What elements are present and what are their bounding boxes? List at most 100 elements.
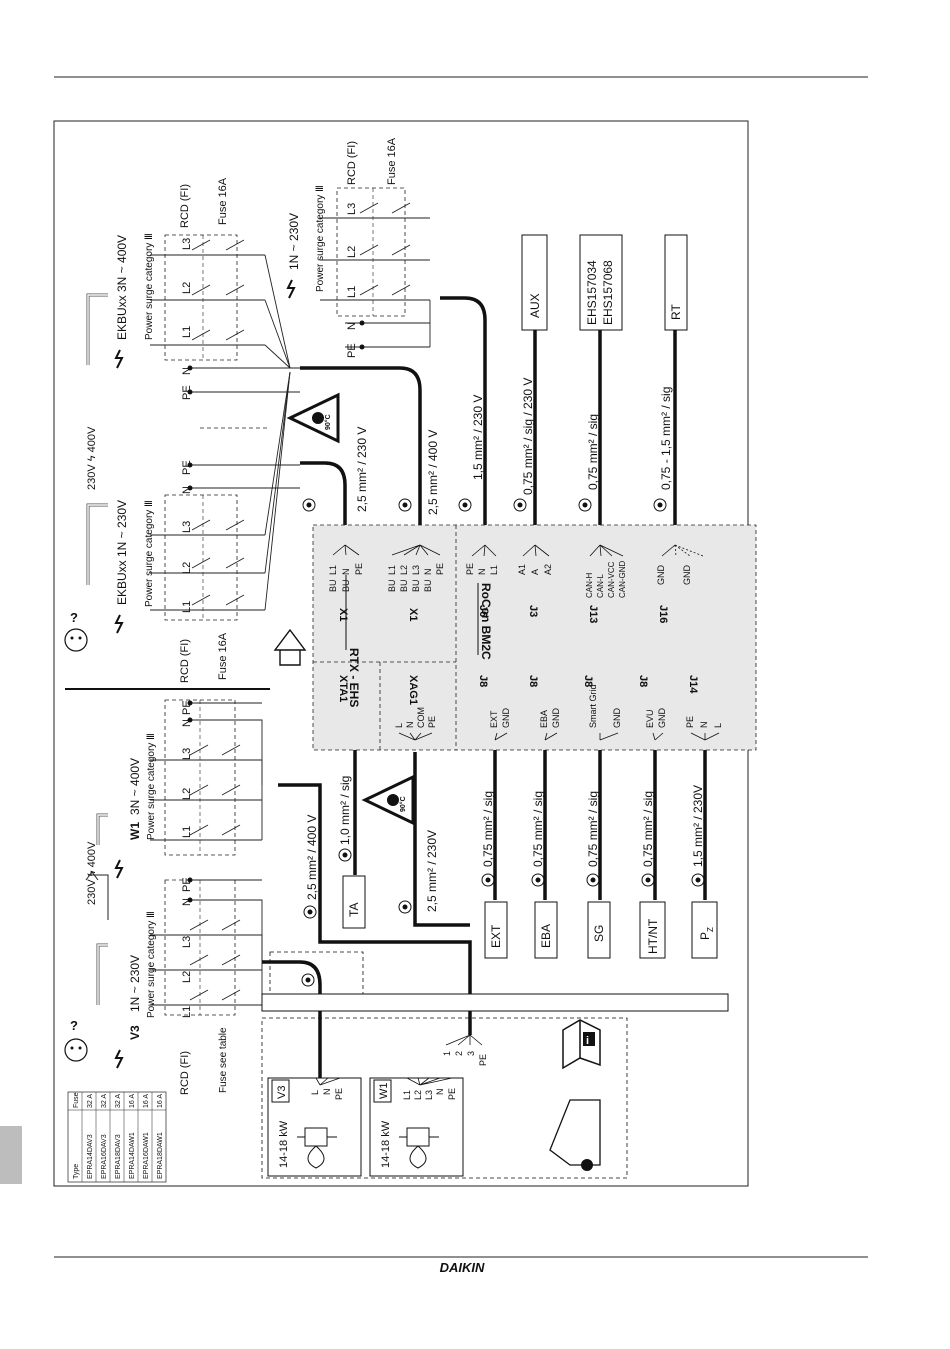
svg-text:90°C: 90°C <box>324 414 332 430</box>
v3-term: N <box>322 1089 332 1096</box>
rtx-ehs-block: RTX - EHS XTA1 XAG1 X1 X1 L1 N PE BU BU … <box>328 544 445 741</box>
right-n: N <box>346 322 358 330</box>
x1b-term: L1 <box>387 565 397 575</box>
lightning-icon <box>114 1049 124 1069</box>
rt-label: RT <box>669 304 683 320</box>
w1-term: N <box>435 1089 445 1096</box>
cable-x1a-label: 2,5 mm² / 230 V <box>355 427 369 512</box>
v3-spec: 1N ~ 230V <box>128 955 142 1012</box>
svg-text:i: i <box>586 1035 589 1047</box>
control-area <box>312 524 757 751</box>
v3-l3: L3 <box>181 936 193 948</box>
eba-label: EBA <box>539 924 553 948</box>
core-markers <box>301 498 705 987</box>
sensor-terminals: 1 2 3 PE <box>442 1034 488 1066</box>
j13-label: J13 <box>587 605 599 623</box>
right-supply-group: 1N ~ 230V Power surge category Ⅲ L1 L2 L… <box>286 137 431 358</box>
ta-box <box>342 875 366 929</box>
ekbu1-pe: PE <box>181 460 193 475</box>
x1b-sub: BU <box>387 579 397 592</box>
j14-term: PE <box>685 716 695 728</box>
table-cell: EPRA18DAW1 <box>157 1132 164 1179</box>
svg-text:?: ? <box>70 1018 78 1033</box>
w1-term: L3 <box>424 1090 434 1100</box>
ehs-label-2: EHS157068 <box>601 260 615 325</box>
eba-term: EBA <box>539 710 549 728</box>
j3-label: J3 <box>527 605 539 617</box>
pz-sub: Z <box>706 927 715 932</box>
j14-term: N <box>699 722 709 729</box>
eba-box <box>534 901 558 959</box>
j8-ext: J8 <box>477 675 489 687</box>
w1-unit: 14-18 kW W1 L1 L2 L3 N PE <box>369 1077 464 1177</box>
ekbu3-l2: L2 <box>181 282 193 294</box>
x1a-term: N <box>341 569 351 576</box>
lightning-icon <box>114 859 124 879</box>
j3-term: A2 <box>543 564 553 575</box>
xag-term: COM <box>416 707 426 728</box>
v3-term: PE <box>334 1088 344 1100</box>
j6-label: J6 <box>477 605 489 617</box>
x1-label-a: X1 <box>337 608 349 621</box>
w1-l3: L3 <box>181 748 193 760</box>
v3-unit-power: 14-18 kW <box>278 1120 290 1168</box>
sg-term: GND <box>612 708 622 729</box>
w1-l1: L1 <box>181 826 193 838</box>
sg-term: Smart Grid <box>588 684 598 728</box>
j3-term: A1 <box>517 564 527 575</box>
left-supply-group: 230V ϟ 400V V3 1N ~ 230V Power surge cat… <box>64 610 263 1095</box>
right-rcd: RCD (FI) <box>346 141 358 185</box>
x1b-sub: BU <box>399 579 409 592</box>
j3-term: A <box>530 569 540 575</box>
j13-term: CAN-L <box>596 573 605 598</box>
ta-label: TA <box>347 903 361 917</box>
x1b-sub: BU <box>411 579 421 592</box>
right-surge: Power surge category Ⅲ <box>315 185 326 292</box>
rtx-title: RTX - EHS <box>347 648 361 707</box>
evu-term: GND <box>657 708 667 729</box>
table-cell: EPRA16DAW1 <box>143 1132 150 1179</box>
table-cell: 16 A <box>143 1094 150 1108</box>
sg-box <box>587 901 611 959</box>
devices: TA EXT EBA SG HT/NT P Z AUX EHS157034 EH… <box>342 234 718 959</box>
mid-voltage-label: 230V ϟ 400V <box>86 426 98 490</box>
right-l2: L2 <box>346 246 358 258</box>
ekbu-3n-surge: Power surge category Ⅲ <box>144 233 155 340</box>
x1b-term: L3 <box>411 565 421 575</box>
v3-l1: L1 <box>181 1006 193 1018</box>
rocon-bm2c-block: RoCon BM2C J8 J8 J8 J8 J14 J6 J3 J13 J16… <box>465 544 723 741</box>
j13-term: CAN-VCC <box>607 561 616 598</box>
v3-unit-label: V3 <box>276 1086 288 1099</box>
j8-eba: J8 <box>527 675 539 687</box>
temp-90c-icon: 90°C <box>361 774 415 826</box>
ekbu3-l1: L1 <box>181 326 193 338</box>
xta1-label: XTA1 <box>337 675 349 702</box>
j14-term: L <box>713 723 723 728</box>
htnt-label: HT/NT <box>646 918 660 954</box>
ekbu3-pe: PE <box>181 385 193 400</box>
ekbu1-rcd: RCD (FI) <box>179 639 191 683</box>
j16-label: J16 <box>657 605 669 623</box>
cable-xag-label: 2,5 mm² / 230V <box>425 830 439 912</box>
cable-v3-label: 2,5 mm² / 400 V <box>305 815 319 900</box>
v3-n: N <box>181 898 193 906</box>
side-tab <box>0 1126 22 1184</box>
v3-surge: Power surge category Ⅲ <box>146 911 157 1018</box>
sg-label: SG <box>592 925 606 942</box>
right-fuse: Fuse 16A <box>386 137 398 185</box>
j6-term: L1 <box>489 565 499 575</box>
ekbu1-n: N <box>181 486 193 494</box>
cable-eba-label: 0,75 mm² / sig <box>531 791 545 867</box>
xag-term: PE <box>427 716 437 728</box>
v3-term: L <box>310 1090 320 1095</box>
table-cell: EPRA16DAV3 <box>101 1134 108 1179</box>
table-header-fuse: Fuse <box>73 1092 80 1108</box>
x1b-term: PE <box>435 563 445 575</box>
w1-l2: L2 <box>181 788 193 800</box>
right-l1: L1 <box>346 286 358 298</box>
ext-term: EXT <box>489 710 499 728</box>
w1-term: L2 <box>413 1090 423 1100</box>
manual-book-icon: i <box>562 1019 601 1070</box>
